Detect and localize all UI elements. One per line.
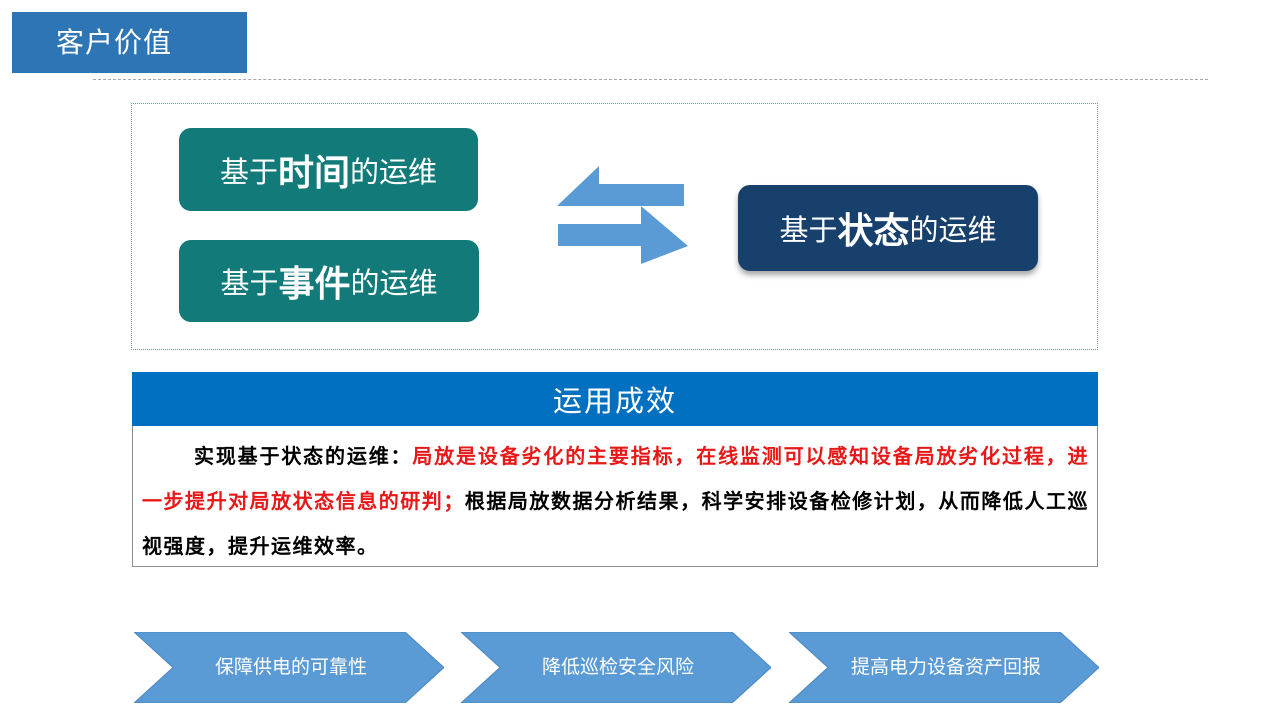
- time-based-emphasis: 时间: [277, 152, 350, 194]
- event-based-emphasis: 事件: [278, 264, 351, 305]
- state-based-maintenance-box: 基于状态的运维: [738, 185, 1038, 271]
- benefit-label: 降低巡检安全风险: [541, 656, 694, 678]
- results-segment-intro: 实现基于状态的运维：: [194, 444, 413, 468]
- page-title: 客户价值: [12, 12, 247, 73]
- chevron-shape: [134, 632, 444, 703]
- benefit-chevron-inspection-risk: 降低巡检安全风险: [461, 632, 771, 703]
- benefit-label: 保障供电的可靠性: [214, 656, 367, 678]
- exchange-arrows-icon: [557, 166, 688, 264]
- results-segment-highlight: 局放是设备劣化的主要指标，在线监测可以感知设备局放劣化过程，进一步提升对局放状态…: [142, 444, 1089, 513]
- results-paragraph: 实现基于状态的运维：局放是设备劣化的主要指标，在线监测可以感知设备局放劣化过程，…: [132, 426, 1098, 567]
- title-divider: [93, 79, 1208, 80]
- event-based-suffix: 的运维: [350, 266, 438, 300]
- time-based-suffix: 的运维: [350, 154, 438, 189]
- state-based-emphasis: 状态: [837, 211, 910, 252]
- chevron-shape: [461, 632, 771, 703]
- time-based-maintenance-box: 基于时间的运维: [179, 128, 478, 211]
- state-based-prefix: 基于: [779, 213, 838, 247]
- benefit-chevron-reliability: 保障供电的可靠性: [134, 632, 444, 703]
- time-based-prefix: 基于: [219, 154, 278, 189]
- results-segment-conclusion: 根据局放数据分析结果，科学安排设备检修计划，从而降低人工巡视强度，提升运维效率。: [142, 489, 1090, 558]
- event-based-prefix: 基于: [220, 266, 279, 300]
- state-based-suffix: 的运维: [909, 213, 997, 247]
- chevron-shape: [789, 632, 1099, 703]
- results-heading: 运用成效: [132, 372, 1098, 426]
- event-based-maintenance-box: 基于事件的运维: [179, 240, 479, 322]
- benefit-label: 提高电力设备资产回报: [850, 656, 1041, 678]
- benefit-chevron-asset-return: 提高电力设备资产回报: [789, 632, 1099, 703]
